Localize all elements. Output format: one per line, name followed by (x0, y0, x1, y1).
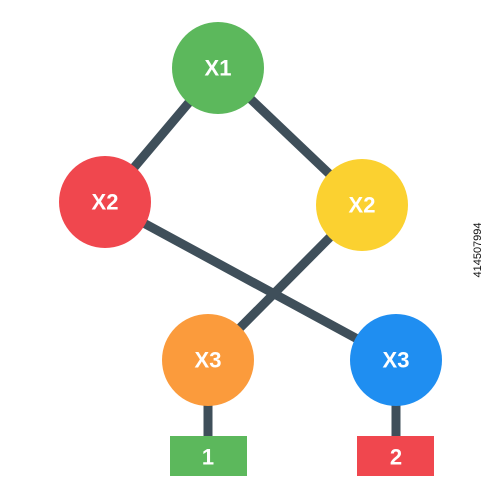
edges (101, 64, 401, 440)
node-x2-right-circle (316, 159, 408, 251)
leaf-2-box (357, 436, 434, 476)
node-x1-label: X1 (205, 56, 232, 81)
node-x2-right: X2 (316, 159, 408, 251)
node-x2-right-label: X2 (349, 193, 376, 218)
node-x2-left-label: X2 (92, 190, 119, 215)
node-x3-left-label: X3 (195, 348, 222, 373)
node-x3-right-label: X3 (383, 348, 410, 373)
node-x1-root: X1 (172, 22, 264, 114)
leaf-1: 1 (170, 436, 247, 476)
node-x1-circle (172, 22, 264, 114)
leaf-1-label: 1 (202, 445, 214, 470)
node-x2-left-circle (59, 156, 151, 248)
edge-left-x2-to-right-x3 (102, 198, 399, 364)
node-x3-left: X3 (162, 314, 254, 406)
node-x2-left: X2 (59, 156, 151, 248)
node-x3-right-circle (350, 314, 442, 406)
leaf-1-box (170, 436, 247, 476)
leaf-2-label: 2 (390, 445, 402, 470)
node-x3-left-circle (162, 314, 254, 406)
leaf-2: 2 (357, 436, 434, 476)
node-x3-right: X3 (350, 314, 442, 406)
stock-id-watermark: 414507994 (472, 222, 484, 278)
